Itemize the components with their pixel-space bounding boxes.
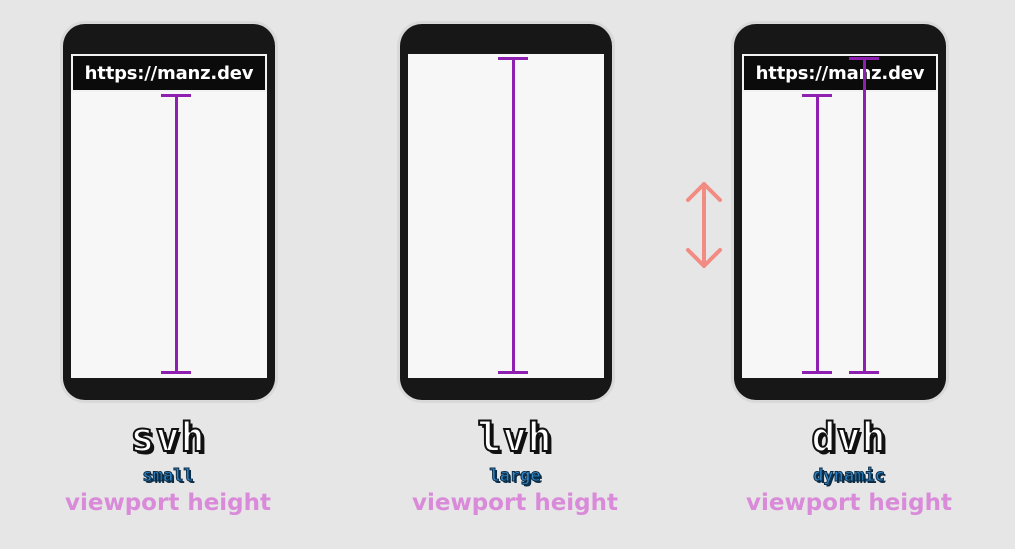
marker-bottom-cap [849,371,879,374]
unit-label: dynamic [813,466,886,487]
caption-lvh: lvh large viewport height [395,415,635,516]
marker-line [862,57,866,374]
marker-line [511,57,515,374]
viewport-screen [408,54,604,378]
unit-label: large [489,466,541,487]
small-viewport-height-marker [161,94,191,374]
marker-bottom-cap [161,371,191,374]
marker-line [174,94,178,374]
caption-text: viewport height [745,490,953,516]
caption-text: viewport height [411,490,619,516]
large-viewport-height-marker [498,57,528,374]
unit-title: svh [129,415,206,461]
caption-dvh: dvh dynamic viewport height [729,415,969,516]
marker-line [815,94,819,374]
dynamic-small-height-marker [802,94,832,374]
dynamic-large-height-marker [849,57,879,374]
marker-bottom-cap [802,371,832,374]
caption-svh: svh small viewport height [48,415,288,516]
phone-dvh: https://manz.dev [734,24,946,400]
viewport-screen: https://manz.dev [742,54,938,378]
url-bar[interactable]: https://manz.dev [71,54,267,92]
unit-title: lvh [476,415,553,461]
phone-svh: https://manz.dev [63,24,275,400]
marker-bottom-cap [498,371,528,374]
phone-lvh [400,24,612,400]
unit-label: small [142,466,194,487]
caption-text: viewport height [64,490,272,516]
viewport-screen: https://manz.dev [71,54,267,378]
double-arrow-vertical-icon [686,182,722,268]
url-bar[interactable]: https://manz.dev [742,54,938,92]
unit-title: dvh [810,415,887,461]
